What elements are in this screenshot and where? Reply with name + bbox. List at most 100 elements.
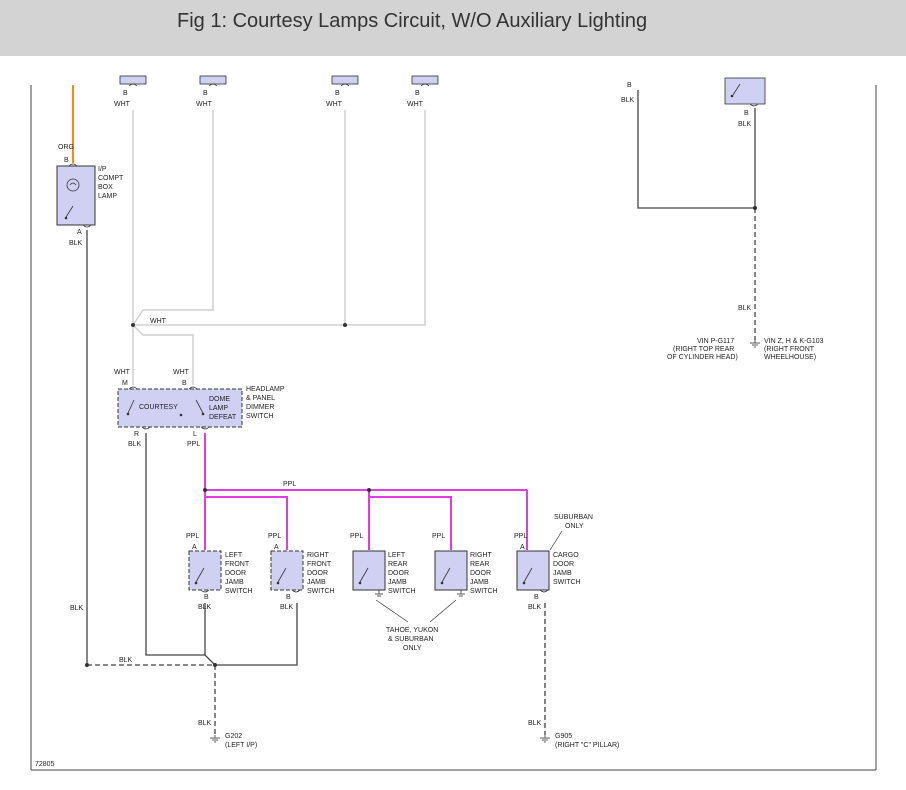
dimmer-switch: WHT WHT M B COURTESY DOME LAMP DEFEAT HE… [114, 369, 285, 448]
js5-wire-b: BLK [528, 604, 542, 611]
blk-wires [86, 90, 756, 666]
header-bar: Fig 1: Courtesy Lamps Circuit, W/O Auxil… [0, 0, 906, 56]
g905-line2: (RIGHT "C" PILLAR) [555, 742, 619, 749]
g103-line2: (RIGHT FRONT [764, 346, 815, 353]
blk-left-vertical: BLK [70, 605, 84, 612]
g117-line1: VIN P-G117 [697, 338, 734, 345]
g103-line1: VIN Z, H & K-G103 [764, 338, 824, 345]
ground-g202: BLK G202 (LEFT I/P) [198, 720, 257, 749]
dimmer-wire-m: WHT [114, 369, 131, 376]
js2-l5: SWITCH [307, 588, 335, 595]
ppl-wires [204, 433, 528, 550]
dimmer-wire-b: WHT [173, 369, 190, 376]
dimmer-dome-1: DOME [209, 396, 230, 403]
lamp-pin-out: A [77, 229, 82, 236]
js4-l4: JAMB [470, 579, 489, 586]
dimmer-wire-r: BLK [128, 441, 142, 448]
dimmer-label-3: DIMMER [246, 404, 274, 411]
ground-g905: BLK G905 (RIGHT "C" PILLAR) [528, 720, 619, 749]
jamb-switch-right-front: PPL A B BLK RIGHT FRONT DOOR JAMB SWITCH [268, 533, 335, 611]
dimmer-pin-l: L [193, 431, 197, 438]
dimmer-label-2: & PANEL [246, 395, 275, 402]
dimmer-pin-m: M [122, 380, 128, 387]
js2-l3: DOOR [307, 570, 328, 577]
tahoe-note: TAHOE, YUKON & SUBURBAN ONLY [375, 599, 457, 652]
suburban-l1: SUBURBAN [554, 514, 593, 521]
dimmer-label-4: SWITCH [246, 413, 274, 420]
figure-id: 72805 [35, 761, 55, 768]
wire-wht-1: WHT [114, 101, 131, 108]
wire-wht-2: WHT [196, 101, 213, 108]
js1-l2: FRONT [225, 561, 250, 568]
dimmer-pin-b: B [182, 380, 187, 387]
js2-wire-b: BLK [280, 604, 294, 611]
js2-l1: RIGHT [307, 552, 330, 559]
blk-wires-dashed [87, 208, 756, 735]
js1-l1: LEFT [225, 552, 243, 559]
jamb-switch-cargo: PPL A B BLK CARGO DOOR JAMB SWITCH SUBUR… [514, 514, 593, 611]
js4-l3: DOOR [470, 570, 491, 577]
js3-l2: REAR [388, 561, 407, 568]
top-connectors: B B B B WHT WHT WHT WHT [114, 75, 439, 108]
wht-wires [132, 110, 426, 385]
js5-wire-a: PPL [514, 533, 527, 540]
js5-l1: CARGO [553, 552, 579, 559]
js3-l5: SWITCH [388, 588, 416, 595]
g117-line3: OF CYLINDER HEAD) [667, 354, 738, 361]
dimmer-dome-3: DEFEAT [209, 414, 237, 421]
tr-pin-left: B [627, 82, 632, 89]
g905-wire: BLK [528, 720, 542, 727]
js4-l2: REAR [470, 561, 489, 568]
g905-line1: G905 [555, 733, 572, 740]
ground-g117-g103: VIN P-G117 (RIGHT TOP REAR OF CYLINDER H… [667, 338, 824, 361]
pin-b-2: B [203, 90, 208, 97]
js5-l2: DOOR [553, 561, 574, 568]
tr-pin-right: B [744, 110, 749, 117]
js2-wire-a: PPL [268, 533, 281, 540]
tahoe-l3: ONLY [403, 645, 422, 652]
js1-pin-a: A [192, 544, 197, 551]
g202-line1: G202 [225, 733, 242, 740]
js1-wire-a: PPL [186, 533, 199, 540]
dimmer-wire-l: PPL [187, 441, 200, 448]
tahoe-l1: TAHOE, YUKON [386, 627, 438, 634]
js5-l4: SWITCH [553, 579, 581, 586]
js4-wire-a: PPL [432, 533, 445, 540]
splice-points [85, 206, 757, 667]
js1-wire-b: BLK [198, 604, 212, 611]
js1-pin-b: B [204, 594, 209, 601]
g202-wire: BLK [198, 720, 212, 727]
wire-wht-4: WHT [407, 101, 424, 108]
js1-l4: JAMB [225, 579, 244, 586]
js2-pin-b: B [286, 594, 291, 601]
lamp-wire-in: ORG [58, 144, 74, 151]
diagram-frame [30, 85, 877, 771]
dimmer-label-1: HEADLAMP [246, 386, 285, 393]
dimmer-dome-2: LAMP [209, 405, 228, 412]
js2-l4: JAMB [307, 579, 326, 586]
lamp-label-2: COMPT [98, 175, 124, 182]
tr-wire-left: BLK [621, 97, 635, 104]
js1-l3: DOOR [225, 570, 246, 577]
pin-b-1: B [123, 90, 128, 97]
js2-pin-a: A [274, 544, 279, 551]
splice-wht-label: WHT [150, 318, 167, 325]
pin-b-3: B [335, 90, 340, 97]
js2-l2: FRONT [307, 561, 332, 568]
g103-line3: WHEELHOUSE) [764, 354, 816, 361]
ip-compt-box-lamp: ORG B A BLK I/P COMPT BOX LAMP [56, 144, 124, 247]
blk-bottom-bus: BLK [119, 657, 133, 664]
js3-l3: DOOR [388, 570, 409, 577]
lamp-pin-in: B [64, 157, 69, 164]
js4-l1: RIGHT [470, 552, 493, 559]
js3-wire-a: PPL [350, 533, 363, 540]
top-right-connector: B BLK B BLK BLK [621, 77, 766, 312]
js3-l4: JAMB [388, 579, 407, 586]
js4-l5: SWITCH [470, 588, 498, 595]
lamp-wire-out: BLK [69, 240, 83, 247]
js5-pin-b: B [534, 594, 539, 601]
js1-l5: SWITCH [225, 588, 253, 595]
g202-line2: (LEFT I/P) [225, 742, 257, 749]
pin-b-4: B [415, 90, 420, 97]
